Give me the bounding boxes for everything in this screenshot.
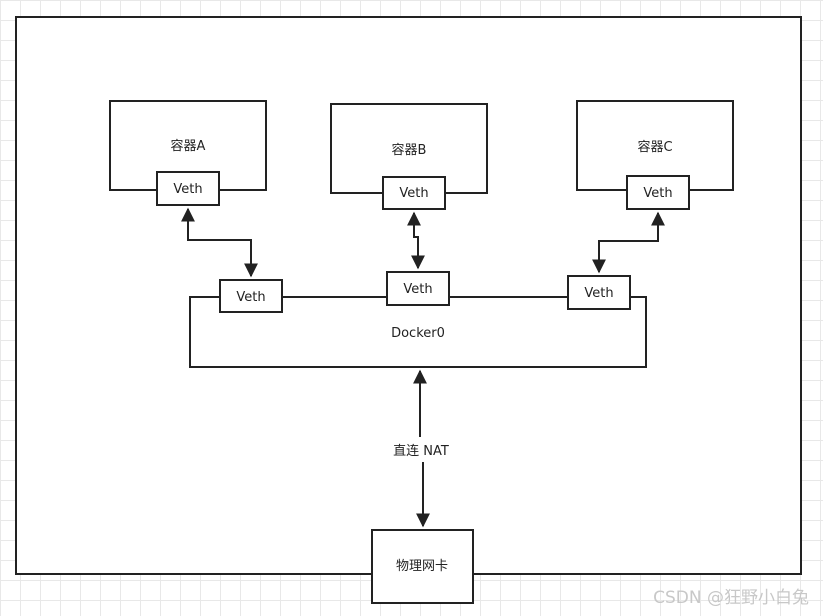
docker0-label: Docker0 <box>391 326 445 341</box>
container-a: 容器A Veth <box>109 100 267 206</box>
container-a-veth-box <box>156 171 220 206</box>
container-a-veth-label: Veth <box>173 182 202 197</box>
container-c-label: 容器C <box>637 139 672 155</box>
docker0-bridge: Docker0 Veth Veth Veth <box>189 271 647 368</box>
bridge-veth-2-box <box>386 271 450 306</box>
bridge-veth-3-box <box>567 275 631 310</box>
container-a-label: 容器A <box>171 138 206 154</box>
container-b-veth-box <box>382 176 446 210</box>
bridge-veth-1-label: Veth <box>236 290 265 305</box>
nat-link-label: 直连 NAT <box>393 443 449 459</box>
physical-nic: 物理网卡 <box>371 529 474 604</box>
bridge-veth-1-box <box>219 279 283 313</box>
connector-b <box>407 211 425 270</box>
physical-nic-box <box>371 529 474 604</box>
physical-nic-label: 物理网卡 <box>396 559 448 574</box>
container-c-veth-label: Veth <box>643 186 672 201</box>
bridge-veth-2-label: Veth <box>403 282 432 297</box>
connector-c <box>592 211 665 274</box>
connector-a <box>181 207 258 278</box>
container-b-label: 容器B <box>392 142 427 158</box>
container-c-veth-box <box>626 175 690 210</box>
container-b: 容器B Veth <box>330 103 488 210</box>
bridge-veth-3-label: Veth <box>584 286 613 301</box>
docker0-bridge-outline <box>189 296 647 368</box>
container-b-veth-label: Veth <box>399 186 428 201</box>
csdn-watermark: CSDN @狂野小白兔 <box>653 588 809 608</box>
container-c: 容器C Veth <box>576 100 734 210</box>
